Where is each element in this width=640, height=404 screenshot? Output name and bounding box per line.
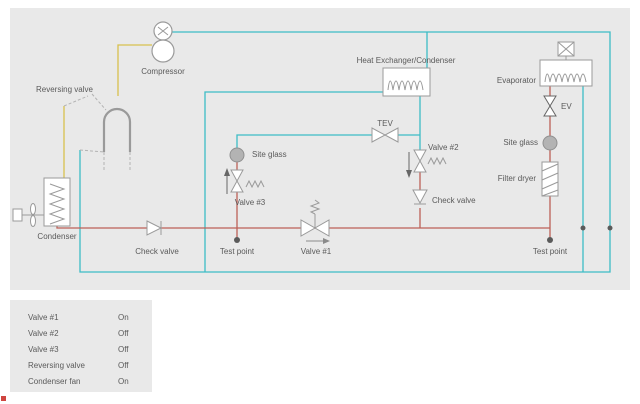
- valve-1-label: Valve #1: [300, 247, 332, 256]
- legend-row-condenser-fan: Condenser fan On: [10, 374, 152, 390]
- site-glass-right-label: Site glass: [503, 138, 538, 147]
- liquid-pipe: [56, 86, 551, 238]
- legend-item-label: Valve #2: [28, 329, 59, 338]
- legend-item-value: On: [118, 377, 129, 386]
- test-point-left-label: Test point: [219, 247, 255, 256]
- legend-row-valve1: Valve #1 On: [10, 310, 152, 326]
- heat-exchanger-label: Heat Exchanger/Condenser: [356, 56, 456, 65]
- valve-3[interactable]: [224, 168, 265, 194]
- check-valve-left-label: Check valve: [135, 247, 179, 256]
- stray-red-mark: [1, 396, 6, 401]
- legend-row-valve2: Valve #2 Off: [10, 326, 152, 342]
- legend-row-valve3: Valve #3 Off: [10, 342, 152, 358]
- site-glass-left-label: Site glass: [252, 150, 287, 159]
- ev-valve[interactable]: [543, 95, 557, 117]
- site-glass-left[interactable]: [229, 147, 245, 163]
- test-point-left-dot[interactable]: [234, 237, 240, 243]
- discharge-pipe: [63, 44, 152, 178]
- legend-item-label: Condenser fan: [28, 377, 81, 386]
- suction-pipe: [79, 31, 611, 273]
- tev-label: TEV: [377, 119, 393, 128]
- legend-row-reversing-valve: Reversing valve Off: [10, 358, 152, 374]
- check-valve-left[interactable]: [146, 220, 163, 236]
- test-point-right-dot[interactable]: [547, 237, 553, 243]
- diagram-panel: [10, 8, 630, 290]
- legend-item-label: Valve #1: [28, 313, 59, 322]
- evaporator[interactable]: [539, 59, 593, 87]
- legend-item-value: Off: [118, 329, 129, 338]
- status-legend: Valve #1 On Valve #2 Off Valve #3 Off Re…: [10, 300, 152, 392]
- check-valve-right[interactable]: [412, 189, 428, 205]
- test-point-right-label: Test point: [532, 247, 568, 256]
- legend-item-value: Off: [118, 345, 129, 354]
- evaporator-label: Evaporator: [496, 76, 536, 85]
- valve-1[interactable]: [300, 199, 330, 244]
- tev-valve[interactable]: [371, 127, 399, 143]
- valve-2-label: Valve #2: [428, 143, 459, 152]
- valve-2[interactable]: [406, 149, 447, 178]
- heat-exchanger[interactable]: [382, 67, 431, 97]
- legend-item-value: Off: [118, 361, 129, 370]
- condenser-fan[interactable]: [12, 203, 44, 227]
- condenser[interactable]: [43, 177, 71, 227]
- check-valve-right-label: Check valve: [432, 196, 476, 205]
- filter-dryer-label: Filter dryer: [497, 174, 536, 183]
- legend-item-label: Valve #3: [28, 345, 59, 354]
- filter-dryer[interactable]: [541, 161, 559, 197]
- reversing-valve[interactable]: [102, 107, 132, 152]
- valve-3-label: Valve #3: [234, 198, 266, 207]
- ev-label: EV: [561, 102, 572, 111]
- condenser-label: Condenser: [37, 232, 77, 241]
- legend-item-value: On: [118, 313, 129, 322]
- compressor-label: Compressor: [141, 67, 185, 76]
- legend-item-label: Reversing valve: [28, 361, 85, 370]
- pipe-junction-dots: [580, 225, 613, 231]
- compressor[interactable]: [151, 21, 175, 63]
- reversing-valve-dashed-links: [63, 93, 131, 170]
- site-glass-right[interactable]: [542, 135, 558, 151]
- reversing-valve-label: Reversing valve: [36, 85, 93, 94]
- evaporator-fan[interactable]: [557, 41, 575, 60]
